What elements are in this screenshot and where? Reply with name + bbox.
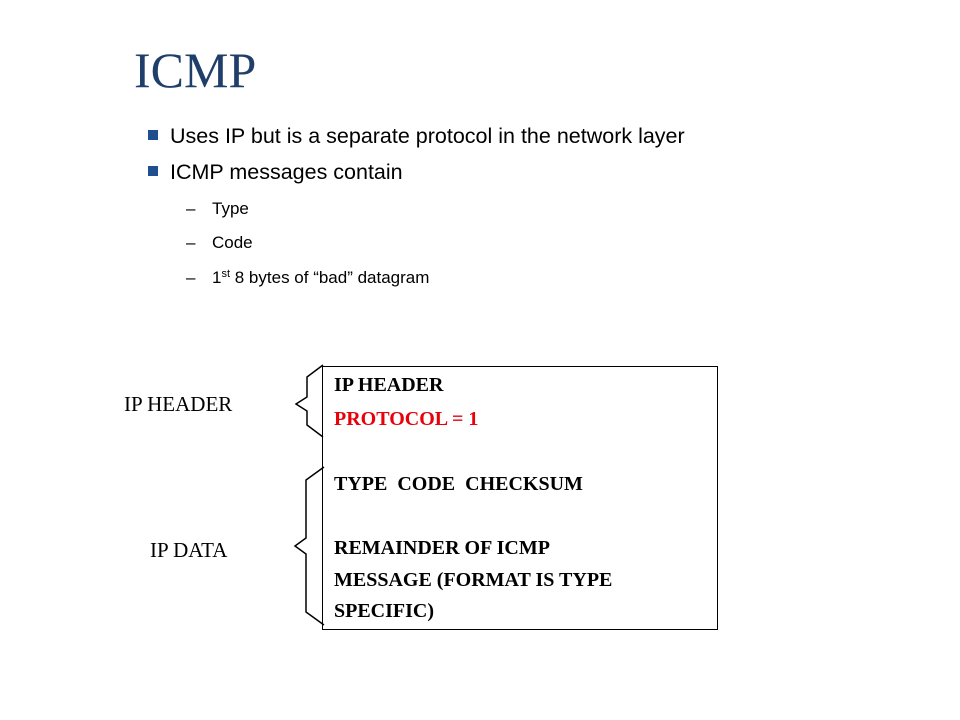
sub-item-text: 1st 8 bytes of “bad” datagram: [212, 264, 429, 292]
box-header-line: IP HEADER: [334, 374, 444, 396]
ordinal-number: 1: [212, 268, 222, 287]
slide-title: ICMP: [134, 42, 257, 98]
ordinal-suffix: st: [221, 268, 231, 280]
bullet-text: ICMP messages contain: [170, 160, 403, 184]
bullet-text: Uses IP but is a separate protocol in th…: [170, 124, 685, 148]
dash-bullet-icon: –: [186, 199, 196, 218]
box-remainder-line: SPECIFIC): [334, 600, 435, 622]
ip-header-label: IP HEADER: [124, 392, 233, 416]
dash-bullet-icon: –: [186, 268, 196, 287]
sub-item-text: Code: [212, 233, 253, 252]
box-fields-line: TYPE CODE CHECKSUM: [334, 473, 583, 495]
sub-item-remainder: 8 bytes of “bad” datagram: [230, 268, 430, 287]
box-protocol-line: PROTOCOL = 1: [334, 408, 479, 430]
icmp-packet-box: [322, 366, 718, 630]
box-remainder-line: MESSAGE (FORMAT IS TYPE: [334, 569, 613, 591]
data-brace: [293, 466, 325, 626]
dash-bullet-icon: –: [186, 233, 196, 252]
sub-item-text: Type: [212, 199, 249, 218]
header-brace: [294, 364, 324, 438]
square-bullet-icon: [148, 130, 158, 140]
ip-data-label: IP DATA: [150, 538, 228, 562]
square-bullet-icon: [148, 166, 158, 176]
box-remainder-line: REMAINDER OF ICMP: [334, 537, 550, 559]
